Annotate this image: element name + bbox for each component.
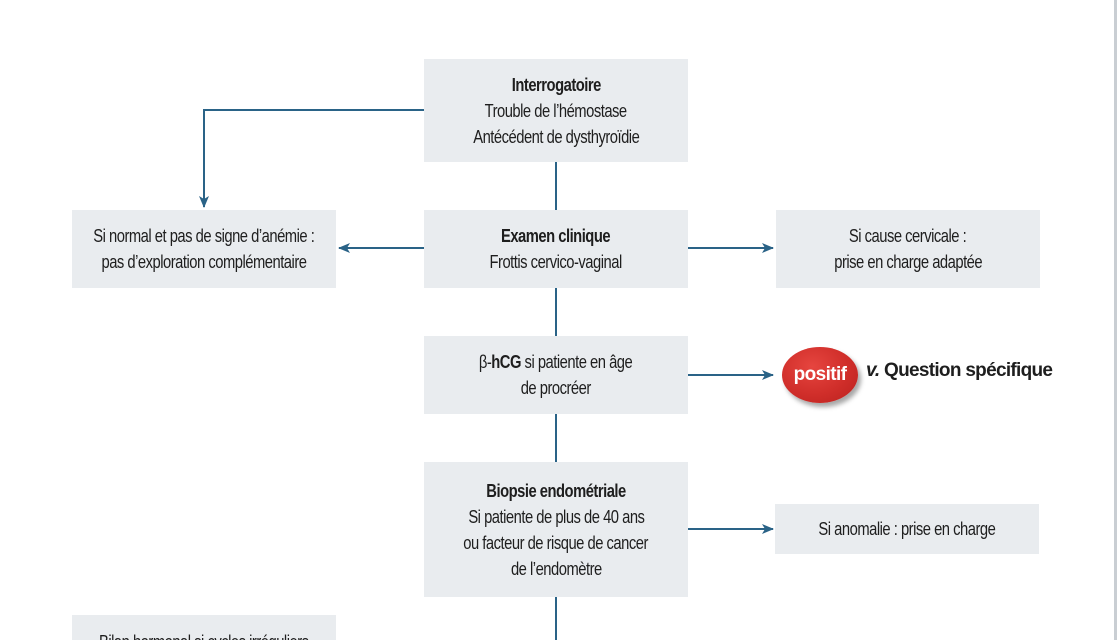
arrow-interrogatoire-to-normal: [199, 109, 424, 208]
node-interrogatoire-line-2: Antécédent de dysthyroïdie: [472, 126, 640, 147]
reference-text: Question spécifique: [884, 360, 1053, 381]
node-examen-line-1: Frottis cervico-vaginal: [489, 252, 623, 272]
node-bhcg-rest: si patiente en âge: [521, 352, 633, 372]
node-bhcg-bold: hCG: [491, 352, 522, 372]
node-bhcg: β-hCG si patiente en âge de procréer: [424, 336, 688, 414]
node-biopsie-title: Biopsie endométriale: [486, 480, 626, 501]
node-anomalie-line-1: Si anomalie : prise en charge: [818, 519, 996, 539]
node-anomalie: Si anomalie : prise en charge: [775, 504, 1039, 554]
node-cervicale-line-2: prise en charge adaptée: [834, 252, 982, 272]
node-biopsie-line-2: ou facteur de risque de cancer: [463, 532, 649, 553]
badge-positif: positif: [782, 347, 858, 403]
node-cervicale-line-1: Si cause cervicale :: [849, 226, 967, 246]
node-cervicale: Si cause cervicale : prise en charge ada…: [776, 210, 1040, 288]
node-interrogatoire-line-1: Trouble de l’hémostase: [484, 100, 628, 121]
node-examen: Examen clinique Frottis cervico-vaginal: [424, 210, 688, 288]
page-edge-line: [1114, 0, 1117, 640]
node-interrogatoire-title: Interrogatoire: [511, 74, 601, 95]
node-bhcg-line-2: de procréer: [520, 378, 592, 398]
node-examen-title: Examen clinique: [501, 226, 611, 246]
node-normal: Si normal et pas de signe d’anémie : pas…: [72, 210, 336, 288]
node-bilan-line-1: Bilan hormonal si cycles irréguliers: [99, 629, 309, 640]
node-bilan: Bilan hormonal si cycles irréguliers: [72, 615, 336, 640]
node-bhcg-line-1: β-hCG si patiente en âge: [479, 349, 633, 375]
node-normal-line-2: pas d’exploration complémentaire: [101, 252, 307, 272]
node-biopsie-line-1: Si patiente de plus de 40 ans: [467, 506, 645, 527]
node-biopsie: Biopsie endométriale Si patiente de plus…: [424, 462, 688, 597]
reference-prefix: v.: [866, 360, 880, 381]
node-normal-line-1: Si normal et pas de signe d’anémie :: [93, 226, 315, 246]
node-interrogatoire: Interrogatoire Trouble de l’hémostase An…: [424, 59, 688, 162]
node-biopsie-line-3: de l’endomètre: [510, 558, 602, 579]
reference-question-specifique: v. Question spécifique: [866, 360, 1053, 382]
node-bhcg-prefix: β-: [479, 352, 492, 372]
